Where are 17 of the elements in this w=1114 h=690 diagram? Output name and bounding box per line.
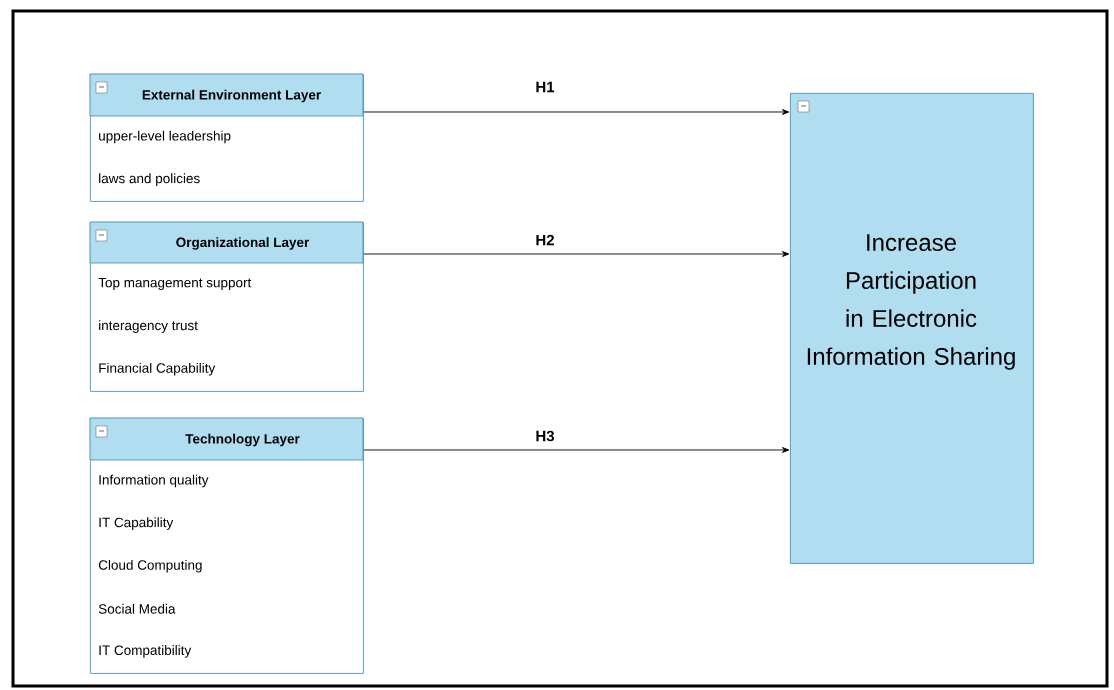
list-item: interagency trust [99,320,198,333]
arrow [363,447,790,453]
edge-label: H2 [536,234,554,246]
edge-label: H1 [536,81,555,93]
list-item: Social Media [98,603,176,614]
result-box: Increase Participation in Electronic Information Sharing [790,93,1034,564]
list-item: laws and policies [99,173,200,186]
arrow [363,109,790,115]
list-item: IT Capability [99,517,174,530]
list-item: Information quality [99,474,209,488]
list-item: Cloud Computing [98,559,202,573]
edge-label: H3 [536,430,555,442]
list-item: IT Compatibility [99,645,192,658]
arrow [363,251,790,257]
list-item: Financial Capability [99,362,216,376]
list-item: Top management support [98,277,252,291]
list-item: upper-level leadership [99,130,231,144]
